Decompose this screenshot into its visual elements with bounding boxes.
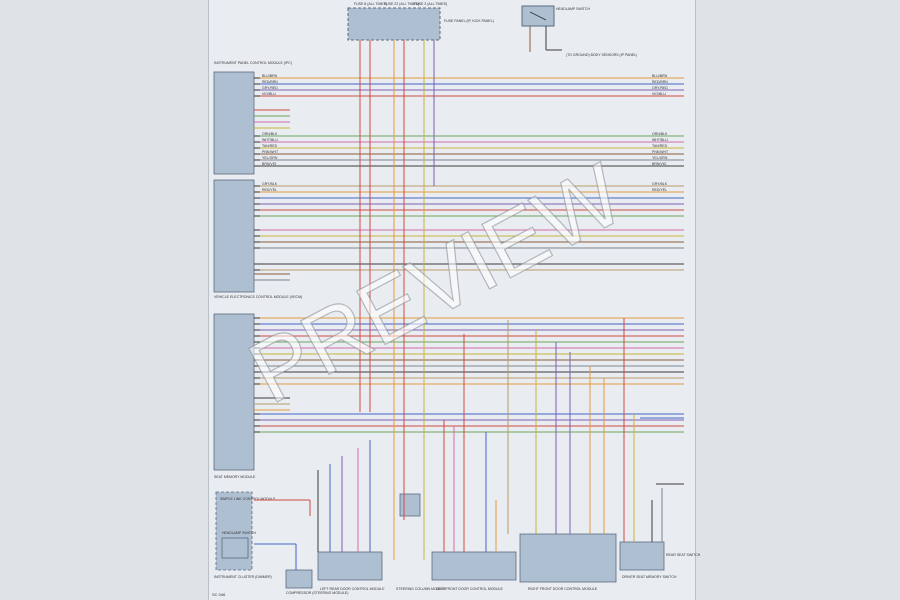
ipc-module-label: INSTRUMENT PANEL CONTROL MODULE (IPC): [214, 61, 292, 65]
wire-color-label-right: GRY/BLK: [652, 182, 668, 186]
fuse-1-label: FUSE 8 (ALL TIMES): [354, 2, 387, 6]
wire-color-label-right: VIO/BLU: [652, 92, 666, 96]
right-front-door-label: RIGHT FRONT DOOR CONTROL MODULE: [528, 587, 598, 591]
wire-color-label-right: RED/YEL: [652, 188, 667, 192]
wire-color-label-right: WHT/BLU: [652, 138, 668, 142]
wire-color-label: VIO/BLU: [262, 92, 276, 96]
vecm-module: [213, 179, 255, 293]
headlamp-switch-arm: [529, 11, 547, 21]
fuse-panel-note: FUSE PANEL (IP, KICK PANEL): [444, 19, 494, 23]
left-front-door-label: LEFT FRONT DOOR CONTROL MODULE: [436, 587, 503, 591]
wire-color-label: TAN/RED: [262, 144, 278, 148]
headlamp-switch-label: HEADLAMP SWITCH: [556, 7, 590, 11]
driver-seat-switch-label: DRIVER SEAT MEMORY SWITCH: [622, 575, 677, 579]
wires-group: [254, 40, 684, 570]
wire-color-label-right: YEL/GRN: [652, 156, 668, 160]
left-front-door-box: [431, 551, 517, 581]
left-rear-door-box: [317, 551, 383, 581]
steering-column-box: [399, 493, 421, 517]
instrument-cluster-label: INSTRUMENT CLUSTER (DIMMER): [214, 575, 272, 579]
fuse-block: [347, 7, 441, 41]
compressor-label: COMPRESSOR (STEERING MODULE): [286, 591, 348, 595]
wire-color-label: RED/YEL: [262, 188, 277, 192]
wire-color-label-right: BRN/VIO: [652, 162, 667, 166]
steering-column-label: STEERING COLUMN MODULE: [396, 587, 447, 591]
wire-labels-group: BLU/BRN BLU/BRN RED/BRN RED/BRN GRY/RED GRY/R…: [262, 74, 669, 192]
wire-color-label: ORN/BLK: [262, 132, 278, 136]
page-reference: SC 046: [212, 592, 226, 597]
compressor-box: [285, 569, 313, 589]
headlamp-switch-module-label: HEADLAMP SWITCH: [222, 531, 256, 535]
ground-note: (TO GROUND) BODY SENSORS (IP PANEL): [566, 53, 637, 57]
headlamp-switch-module: [221, 537, 249, 559]
wire-color-label-right: TAN/RED: [652, 144, 668, 148]
wire-color-label-right: PNK/WHT: [652, 150, 669, 154]
fuse-2-label: FUSE 22 (ALL TIMES): [384, 2, 419, 6]
wire-color-label-right: GRY/RED: [652, 86, 668, 90]
wire-color-label: BRN/VIO: [262, 162, 277, 166]
rear-seat-switch-label: REAR SEAT SWITCH: [666, 553, 701, 557]
right-front-door-box: [519, 533, 617, 583]
wire-color-label-right: RED/BRN: [652, 80, 668, 84]
wire-color-label: GRY/RED: [262, 86, 278, 90]
wire-color-label: WHT/BLU: [262, 138, 278, 142]
wire-color-label: BLU/BRN: [262, 74, 278, 78]
simple-link-label: SIMPLE LINK CONTROL MODULE: [220, 497, 276, 501]
wire-color-label: YEL/GRN: [262, 156, 278, 160]
vecm-module-label: VEHICLE ELECTRONICS CONTROL MODULE (VECM…: [214, 295, 302, 299]
wire-color-label: PNK/WHT: [262, 150, 279, 154]
wire-color-label: GRY/BLK: [262, 182, 278, 186]
left-rear-door-label: LEFT REAR DOOR CONTROL MODULE: [320, 587, 385, 591]
seat-memory-module: [213, 313, 255, 471]
wire-color-label-right: ORN/BLK: [652, 132, 668, 136]
ipc-module: [213, 71, 255, 175]
driver-seat-switch-box: [619, 541, 665, 571]
wire-color-label-right: BLU/BRN: [652, 74, 668, 78]
seat-memory-label: SEAT MEMORY MODULE: [214, 475, 256, 479]
fuse-3-label: FUSE 3 (ALL TIMES): [414, 2, 447, 6]
wire-color-label: RED/BRN: [262, 80, 278, 84]
